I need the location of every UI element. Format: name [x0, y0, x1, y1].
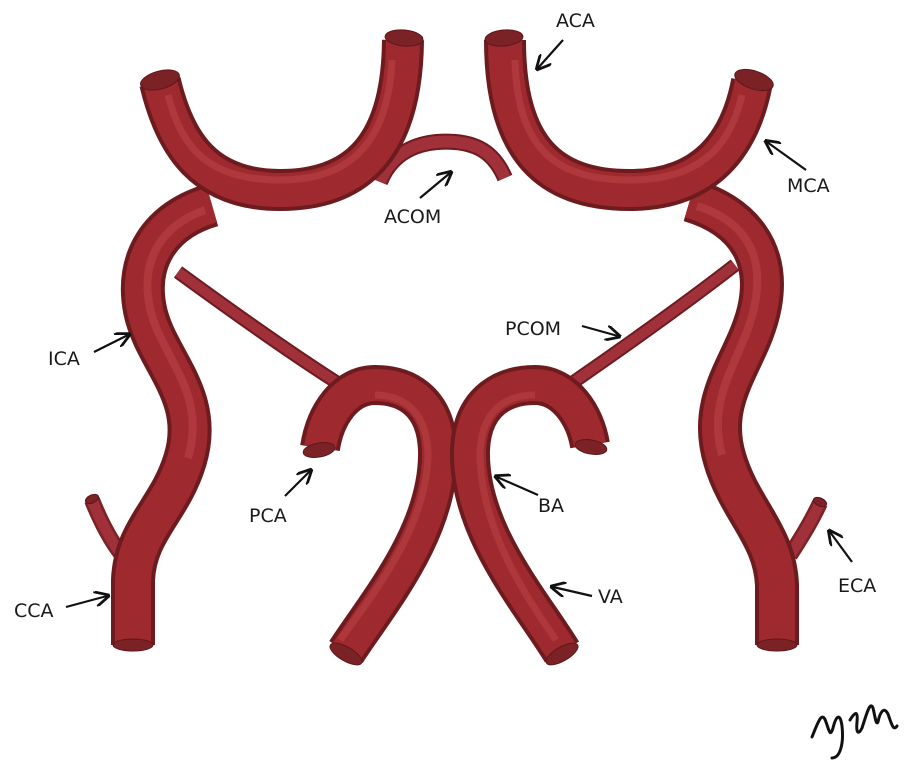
label-aca: ACA	[556, 10, 595, 32]
label-pcom: PCOM	[505, 318, 561, 340]
mca-arrow	[767, 142, 806, 170]
label-cca: CCA	[14, 600, 54, 622]
pca-arrow	[285, 471, 310, 496]
label-mca: MCA	[787, 175, 830, 197]
acom-arrow	[420, 173, 450, 198]
eca-arrow	[830, 532, 852, 562]
vessels	[84, 28, 828, 669]
cca-arrow	[66, 596, 107, 607]
ica-arrow	[94, 335, 128, 352]
label-ica: ICA	[48, 348, 80, 370]
label-acom: ACOM	[384, 206, 441, 228]
aca-arrow	[538, 40, 563, 68]
signature-mark	[812, 706, 897, 758]
label-pca: PCA	[249, 505, 287, 527]
label-ba: BA	[538, 495, 564, 517]
label-va: VA	[598, 586, 623, 608]
pcom-arrow	[582, 326, 618, 336]
va-arrow	[553, 587, 592, 596]
label-eca: ECA	[838, 575, 876, 597]
ba-arrow	[497, 477, 538, 495]
